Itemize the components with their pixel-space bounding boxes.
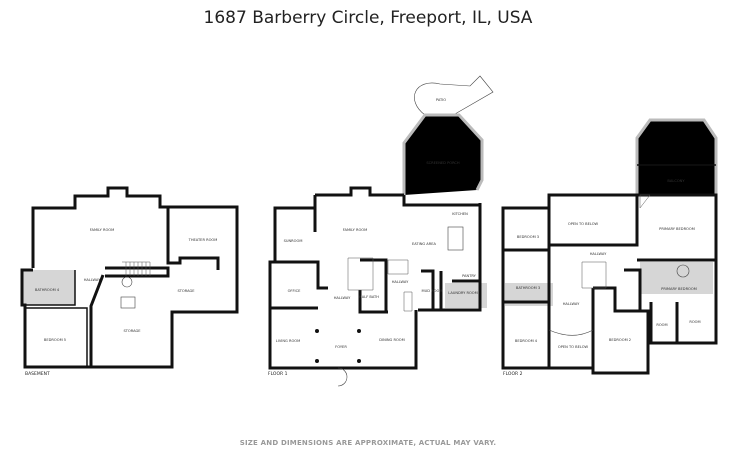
- room-label: LAUNDRY ROOM: [448, 291, 478, 295]
- room-label: ROOM: [656, 323, 667, 327]
- room-label: OPEN TO BELOW: [568, 222, 599, 226]
- room-label: HALLWAY: [563, 302, 580, 306]
- room-label: OFFICE: [288, 289, 302, 293]
- primary-bath-floor: [640, 262, 713, 294]
- room-label: DINING ROOM: [379, 338, 404, 342]
- room-label: BALCONY: [667, 179, 685, 183]
- floor-1-plan: PATIO SCREENED PORCH KITCHEN FAMILY ROOM…: [268, 75, 494, 387]
- room-label: SCREENED PORCH: [426, 161, 460, 165]
- basement-plan: FAMILY ROOM THEATER ROOM BATHROOM 4 HALL…: [20, 186, 239, 377]
- page-title: 1687 Barberry Circle, Freeport, IL, USA: [203, 8, 533, 28]
- room-label: STORAGE: [177, 289, 195, 293]
- room-label: THEATER ROOM: [188, 238, 218, 242]
- bathroom-4-floor: [23, 270, 75, 305]
- room-label: PANTRY: [462, 274, 477, 278]
- room-label: BEDROOM 2: [609, 338, 631, 342]
- room-label: FAMILY ROOM: [90, 228, 114, 232]
- floor-label: FLOOR 2: [503, 371, 523, 377]
- room-label: BEDROOM 3: [517, 235, 539, 239]
- room-label: BEDROOM 4: [515, 339, 538, 343]
- room-label: HALLWAY: [590, 252, 607, 256]
- disclaimer: SIZE AND DIMENSIONS ARE APPROXIMATE, ACT…: [239, 439, 497, 447]
- room-label: HALLWAY: [84, 278, 101, 282]
- room-label: EATING AREA: [412, 242, 437, 246]
- room-label: OPEN TO BELOW: [558, 345, 589, 349]
- room-label: BATHROOM 3: [516, 286, 540, 290]
- room-label: ROOM: [689, 320, 700, 324]
- room-label: BATHROOM 4: [35, 288, 60, 292]
- room-label: STORAGE: [123, 329, 141, 333]
- room-label: FOYER: [335, 345, 347, 349]
- room-label: MUD ROOM: [422, 289, 443, 293]
- room-label: PRIMARY BEDROOM: [659, 227, 695, 231]
- floor-2-plan: BALCONY OPEN TO BELOW BEDROOM 3 PRIMARY …: [501, 118, 718, 377]
- floor-label: FLOOR 1: [268, 371, 288, 377]
- bathroom-3-floor: [505, 283, 553, 306]
- room-label: FAMILY ROOM: [343, 228, 367, 232]
- room-label: HALLWAY: [334, 296, 351, 300]
- room-label: BEDROOM 5: [44, 338, 66, 342]
- room-label: PATIO: [436, 98, 446, 102]
- room-label: HALLWAY: [392, 280, 409, 284]
- room-label: PRIMARY BEDROOM: [661, 287, 697, 291]
- room-label: HALF BATH: [359, 295, 379, 299]
- floor-label: BASEMENT: [25, 371, 50, 377]
- room-label: LIVING ROOM: [276, 339, 300, 343]
- room-label: SUNROOM: [284, 239, 303, 243]
- room-label: KITCHEN: [452, 212, 468, 216]
